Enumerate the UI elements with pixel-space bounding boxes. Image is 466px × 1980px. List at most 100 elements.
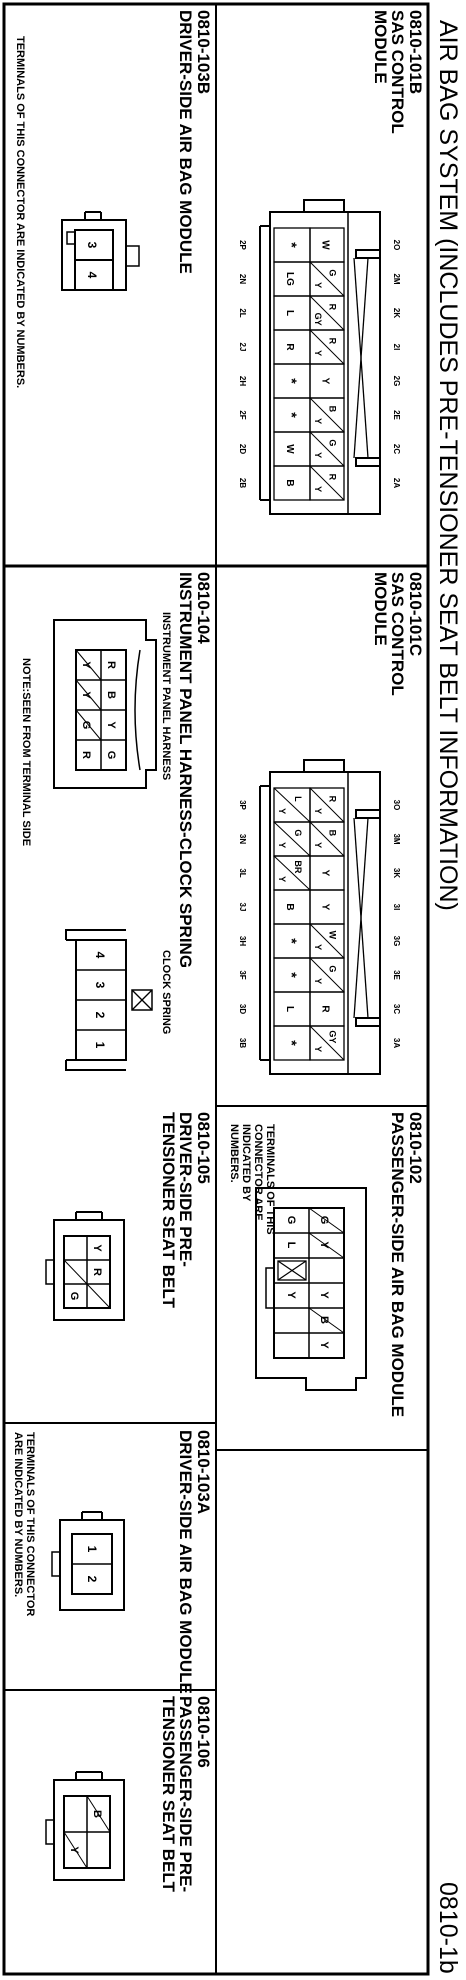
pax-divider	[308, 1232, 345, 1259]
pin-top-5-color-primary: B	[328, 406, 338, 413]
pin-top-0-divider	[309, 787, 345, 823]
pin-bottom-6-color: W	[284, 444, 295, 454]
pin-label-bottom: 2H	[238, 376, 247, 386]
connector-code: 0810-104	[194, 572, 213, 644]
connector-name: INSTRUMENT PANEL HARNESS-CLOCK SPRING	[176, 572, 195, 969]
connector-name: DRIVER-SIDE PRE- TENSIONER SEAT BELT	[159, 1112, 195, 1308]
harness-pin-bottom-0: Y	[80, 661, 92, 669]
pin-label-top: 2A	[392, 478, 401, 488]
pin-label-bottom: 3L	[238, 868, 247, 877]
pin-top-0-color-stripe: Y	[313, 808, 323, 814]
pax-pin-top-4: B	[318, 1316, 330, 1324]
pin-top-4-divider	[309, 923, 345, 959]
harness-divider	[75, 679, 102, 711]
harness-pin-top-3: G	[105, 751, 117, 760]
pin-label-bottom: 2N	[238, 274, 247, 284]
pin-top-5-color-stripe: Y	[313, 418, 323, 424]
pin-bottom-2-color-stripe: Y	[277, 876, 287, 882]
pretensioner-pin-1: R	[91, 1268, 103, 1276]
pin-bottom-2-color-primary: BR	[293, 860, 303, 873]
clockspring-pin-0: 4	[93, 952, 107, 959]
pin-top-7-color-primary: R	[328, 474, 338, 481]
pin-bottom-2-divider	[273, 855, 311, 891]
pin-label-top: 2C	[392, 444, 401, 454]
pin-bottom-7-cell	[273, 465, 311, 501]
harness-divider	[75, 709, 102, 741]
pin-top-1-divider	[309, 261, 345, 297]
pin-label-top: 2M	[392, 273, 401, 284]
pin-top-0-color: W	[319, 240, 330, 250]
pin-label-bottom: 2F	[238, 410, 247, 419]
pin-top-7-divider	[309, 465, 345, 501]
pin-label-top: 3K	[392, 868, 401, 878]
pin-top-3-color-primary: R	[328, 338, 338, 345]
pin-top-7-divider	[309, 1025, 345, 1061]
pin-top-6-color-primary: G	[328, 439, 338, 446]
pretensioner-pin-1: Y	[68, 1846, 80, 1854]
harness-pin-bottom-1: Y	[80, 691, 92, 699]
pin-top-0-color-primary: R	[328, 796, 338, 803]
pin-label-bottom: 2B	[238, 478, 247, 488]
pin-label-top: 2G	[392, 376, 401, 387]
clockspring-pin-3: 1	[93, 1042, 107, 1049]
pax-pin-bottom-1: L	[285, 1242, 297, 1249]
pin-3: 3	[85, 242, 99, 249]
pin-top-7-color-primary: GY	[328, 1030, 338, 1043]
pin-bottom-3-color: R	[284, 343, 295, 351]
pretensioner-pin-2: G	[68, 1292, 80, 1301]
pin-top-1-color-primary: B	[328, 830, 338, 837]
pax-pin-top-3: Y	[318, 1291, 330, 1299]
pax-pin-top-0: G	[318, 1216, 330, 1225]
connector-name: DRIVER-SIDE AIR BAG MODULE	[176, 10, 195, 274]
pin-label-bottom: 3B	[238, 1038, 247, 1048]
pin-bottom-7-color: B	[284, 479, 295, 486]
clockspring-pin-1: 3	[93, 982, 107, 989]
pin-label-top: 3G	[392, 936, 401, 947]
connector-code: 0810-102	[406, 1112, 425, 1184]
connector-105-drawing: Y R G	[45, 1211, 125, 1321]
connector-name: PASSENGER-SIDE PRE- TENSIONER SEAT BELT	[159, 1696, 195, 1893]
pax-pin-bottom-0: G	[285, 1216, 297, 1225]
pin-top-7-color-stripe: Y	[313, 1046, 323, 1052]
pin-label-top: 3M	[392, 833, 401, 844]
pretensioner-pin-0: Y	[91, 1244, 103, 1252]
harness-pin-top-0: R	[105, 661, 117, 669]
pretensioner-divider	[63, 1259, 88, 1285]
pretensioner-divider	[86, 1283, 111, 1309]
harness-pin-top-1: B	[105, 691, 117, 699]
harness-pin-bottom-2: G	[80, 721, 92, 730]
pin-label-top: 3I	[392, 904, 401, 911]
connector-name: SAS CONTROL MODULE	[371, 572, 407, 696]
connector-code: 0810-103B	[194, 10, 213, 95]
pin-label-bottom: 2L	[238, 308, 247, 317]
pin-top-3-color: Y	[319, 904, 330, 911]
pin-top-4-color: Y	[319, 378, 330, 385]
pin-top-4-color-primary: W	[328, 931, 338, 940]
pin-top-6-divider	[309, 431, 345, 467]
pin-bottom-5-color: *	[284, 412, 300, 418]
pin-label-top: 2O	[392, 240, 401, 251]
pax-divider	[308, 1307, 345, 1334]
pin-label-bottom: 2J	[238, 343, 247, 352]
pin-label-top: 3C	[392, 1004, 401, 1014]
pin-label-bottom: 3J	[238, 903, 247, 912]
pin-bottom-0-color-primary: L	[293, 796, 303, 802]
harness-pin-bottom-3: R	[80, 751, 92, 759]
connector-103a-drawing: 1 2	[51, 1511, 125, 1611]
pin-top-5-divider	[309, 397, 345, 433]
pin-label-top: 2K	[392, 308, 401, 318]
pin-label-bottom: 3D	[238, 1004, 247, 1014]
pin-bottom-5-color: *	[284, 972, 300, 978]
pax-pin-top-1: Y	[318, 1241, 330, 1249]
pin-bottom-6-color: L	[284, 1006, 295, 1012]
pin-bottom-1-color-stripe: Y	[277, 842, 287, 848]
